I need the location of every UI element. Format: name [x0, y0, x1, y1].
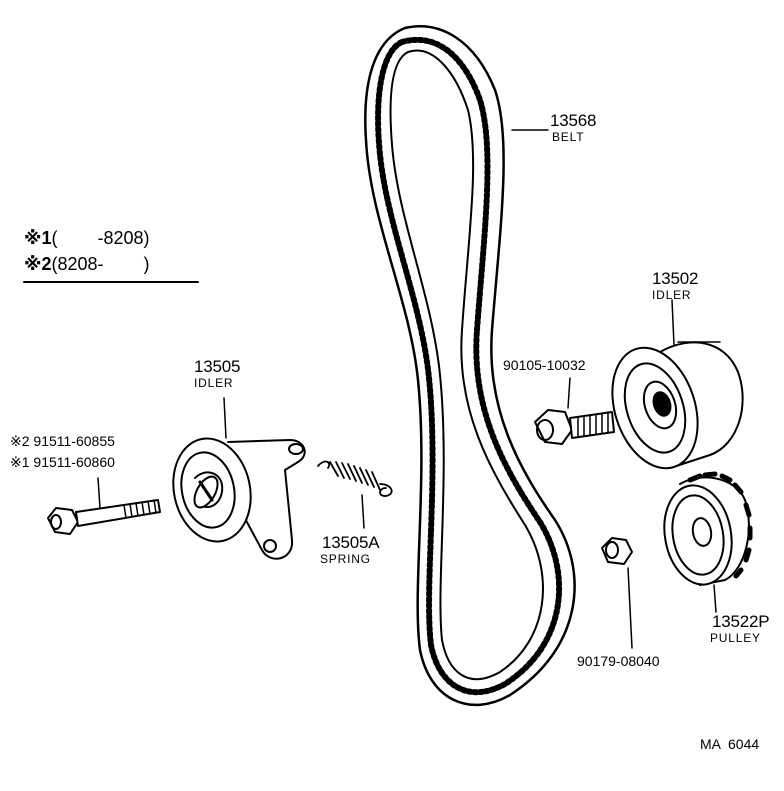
idler-left-part-number: 13505: [194, 357, 241, 376]
belt-teeth: [375, 36, 563, 696]
belt-part-number: 13568: [550, 111, 597, 130]
nut-90179-drawing: [601, 537, 633, 649]
note-1-range: ( -8208): [51, 228, 150, 248]
pulley-part-number: 13522P: [712, 612, 770, 631]
bolt-90105-drawing: [534, 377, 615, 445]
figure-code: MA 6044: [700, 736, 760, 752]
spring-part-number: 13505A: [322, 533, 380, 552]
spring-part-name: SPRING: [320, 552, 371, 566]
idler-left-part-name: IDLER: [194, 376, 234, 390]
idler-13505-drawing: [172, 397, 306, 560]
note-2-range: (8208- ): [51, 254, 150, 274]
note-2-marker: ※2: [24, 254, 52, 274]
timing-belt: [364, 25, 576, 706]
spring-13505a-drawing: [317, 460, 393, 529]
idler-right-part-name: IDLER: [652, 288, 692, 302]
bolt-right-part-number: 90105-10032: [503, 357, 586, 373]
note-row-2: ※2(8208- ): [24, 255, 150, 273]
bolt-left-part-number-2: ※1 91511-60860: [10, 454, 115, 470]
idler-13502-drawing: [611, 299, 744, 470]
bolt-left-part-number-1: ※2 91511-60855: [10, 433, 115, 449]
pulley-13522p-drawing: [663, 471, 753, 613]
bolt-91511-drawing: [47, 477, 161, 535]
idler-right-part-number: 13502: [652, 269, 699, 288]
nut-part-number: 90179-08040: [577, 653, 660, 669]
belt-outer-edge: [364, 25, 576, 706]
belt-inner-edge: [389, 49, 544, 681]
note-1-marker: ※1: [24, 228, 52, 248]
belt-part-name: BELT: [552, 130, 585, 144]
note-row-1: ※1( -8208): [24, 229, 150, 247]
pulley-part-name: PULLEY: [710, 631, 761, 645]
